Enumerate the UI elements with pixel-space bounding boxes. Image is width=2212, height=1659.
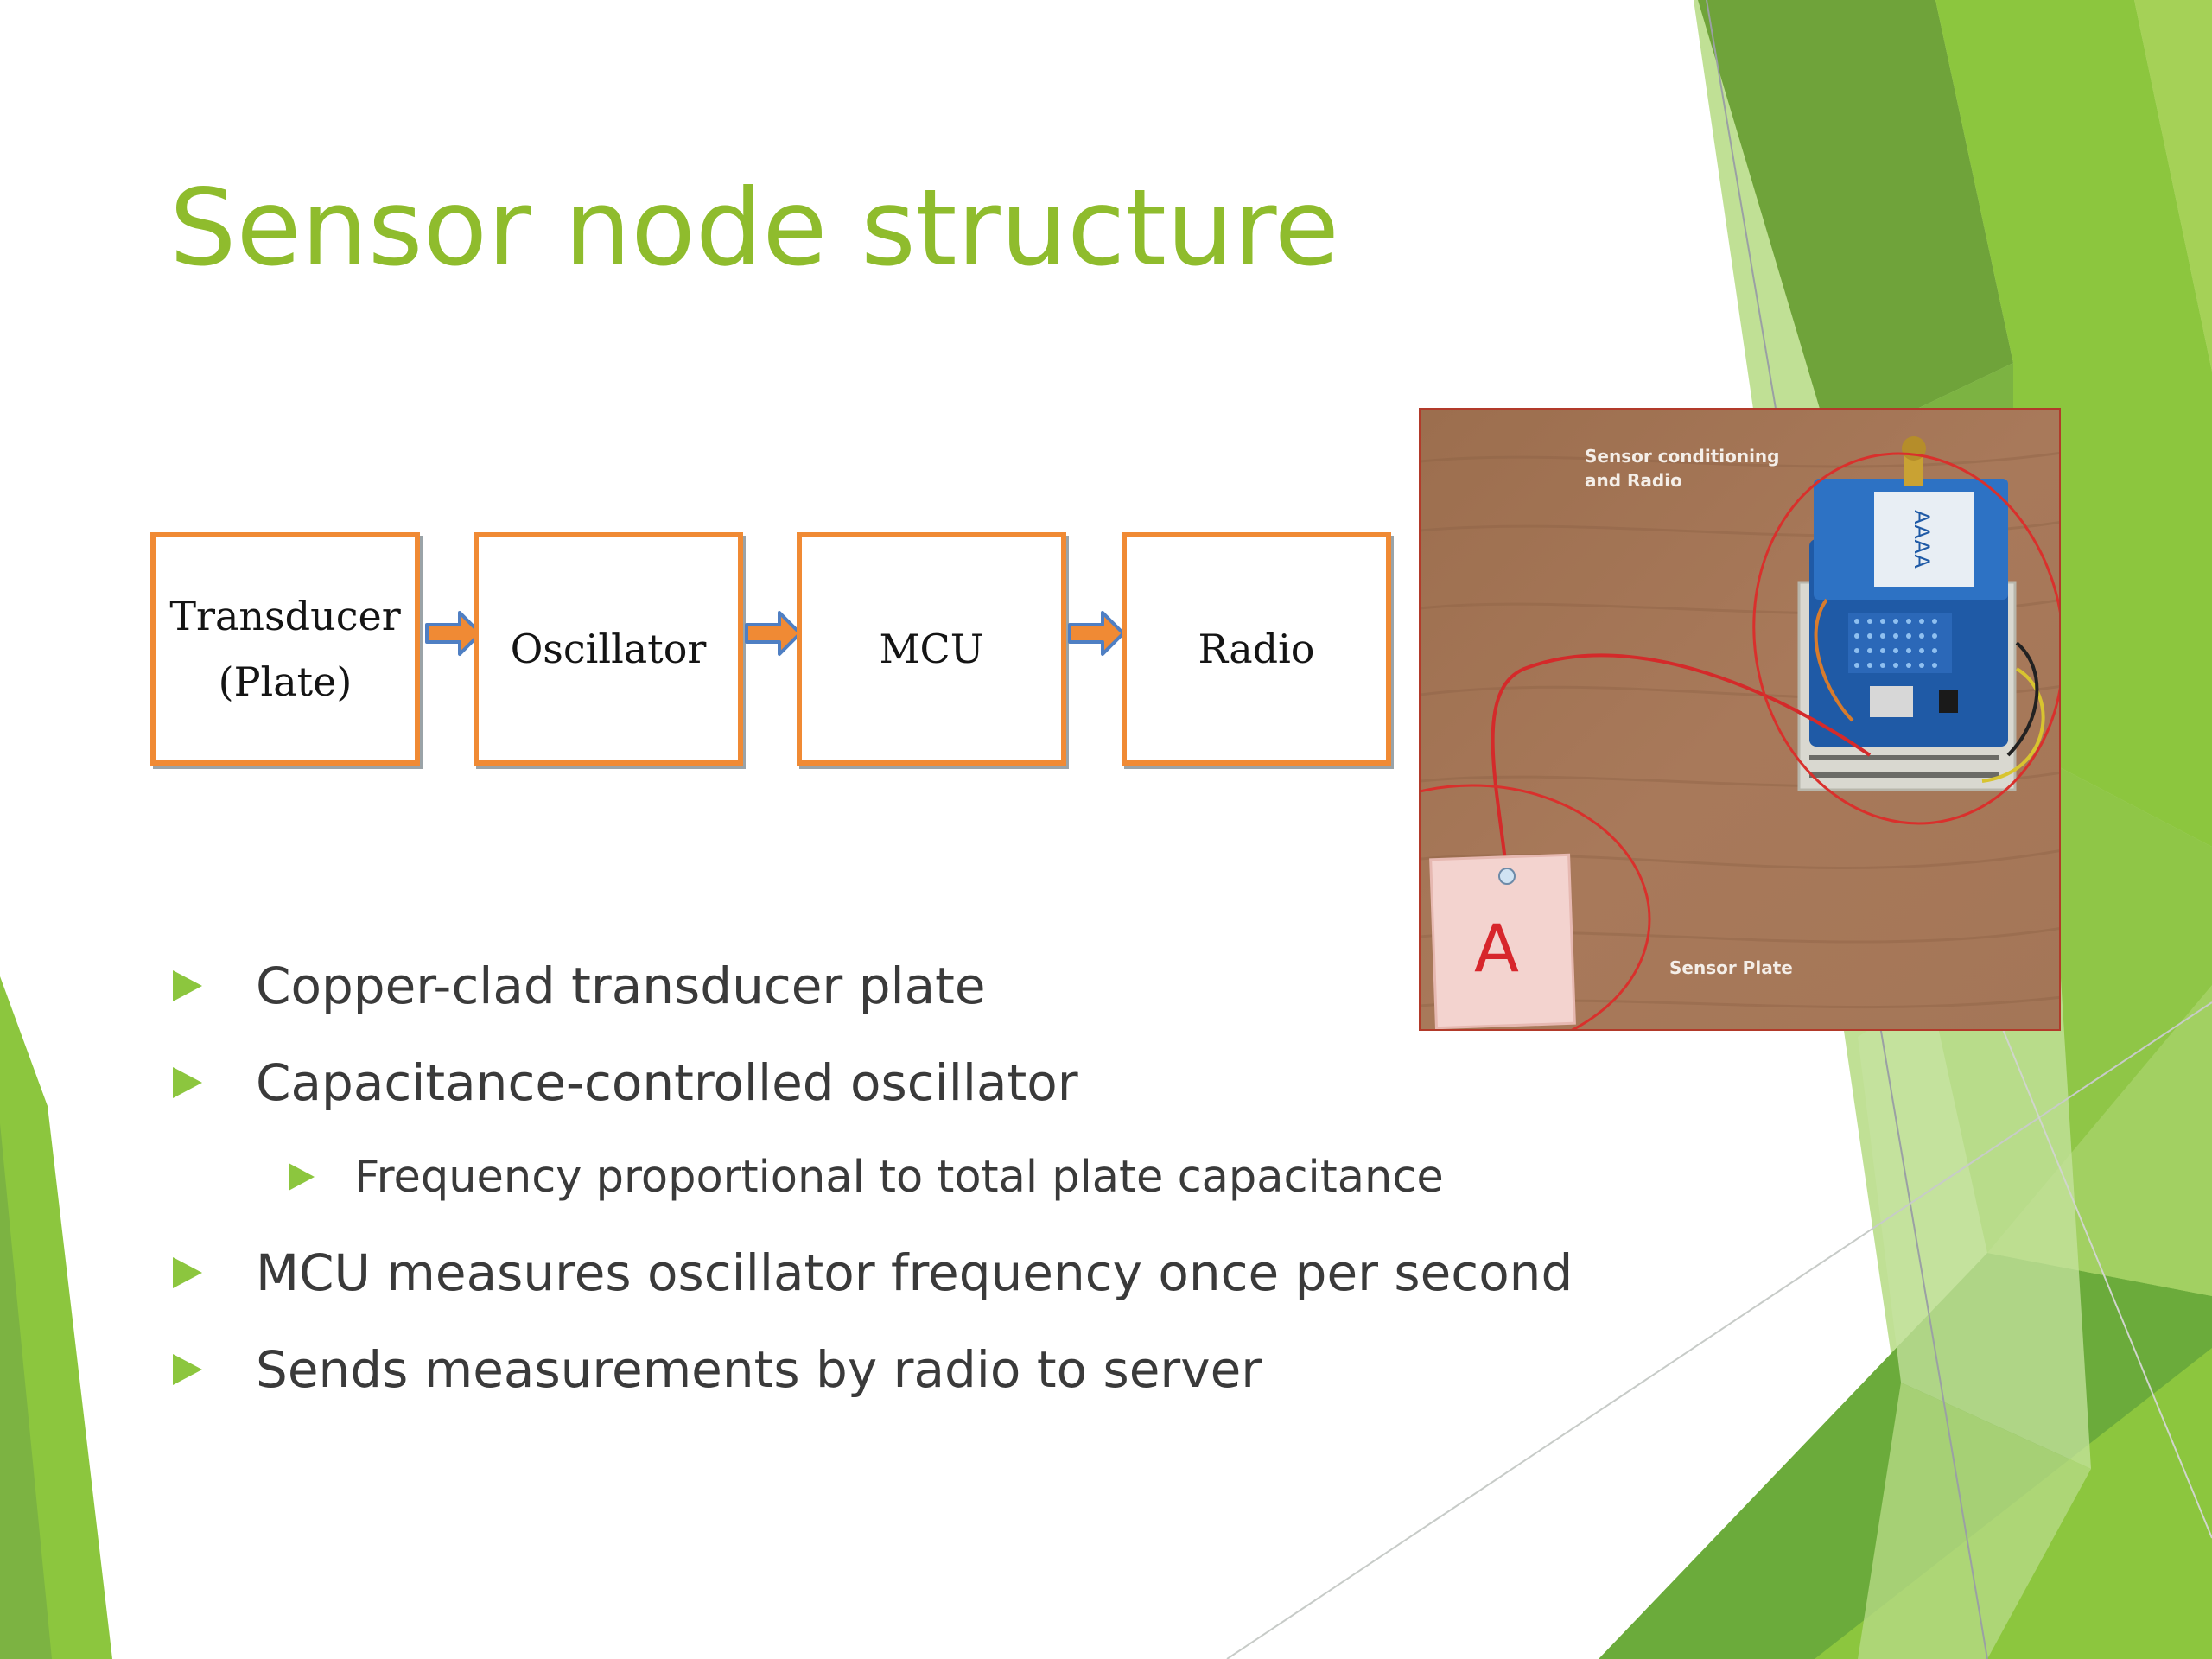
module-label: AAAA (1910, 510, 1934, 569)
bullet-text: Sends measurements by radio to server (256, 1340, 1262, 1399)
block-diagram: Transducer (Plate) Oscillator MCU Radio (147, 527, 1395, 769)
bullet-item: MCU measures oscillator frequency once p… (173, 1224, 1642, 1321)
plate-letter: A (1474, 910, 1519, 987)
block-oscillator: Oscillator (474, 532, 743, 766)
block-radio-label: Radio (1198, 626, 1315, 672)
bullet-item: Copper-clad transducer plate (173, 938, 1642, 1034)
block-radio: Radio (1122, 532, 1391, 766)
bullet-item: Sends measurements by radio to server (173, 1321, 1642, 1418)
block-mcu-label: MCU (879, 626, 984, 672)
label-sensor-plate: Sensor Plate (1669, 957, 1793, 978)
label-sensor-conditioning: Sensor conditioning and Radio (1585, 446, 1780, 491)
right-arrow-icon (745, 611, 802, 656)
sub-bullet-item: Frequency proportional to total plate ca… (173, 1131, 1642, 1224)
hardware-photo: AAAA (1419, 408, 2061, 1031)
triangle-bullet-icon (173, 1067, 202, 1098)
slide-title: Sensor node structure (169, 167, 1339, 289)
bullet-text: Capacitance-controlled oscillator (256, 1053, 1078, 1112)
block-transducer: Transducer (Plate) (150, 532, 420, 766)
bullet-text: MCU measures oscillator frequency once p… (256, 1243, 1573, 1302)
bullet-text: Frequency proportional to total plate ca… (354, 1152, 1444, 1203)
triangle-bullet-icon (173, 1354, 202, 1385)
right-arrow-icon (425, 611, 482, 656)
block-mcu: MCU (797, 532, 1066, 766)
right-arrow-icon (1068, 611, 1125, 656)
block-transducer-label: Transducer (Plate) (169, 593, 401, 705)
triangle-bullet-icon (289, 1163, 315, 1191)
bullet-item: Capacitance-controlled oscillator (173, 1034, 1642, 1131)
bullet-list: Copper-clad transducer plate Capacitance… (173, 938, 1642, 1418)
triangle-bullet-icon (173, 970, 202, 1001)
triangle-bullet-icon (173, 1257, 202, 1288)
bullet-text: Copper-clad transducer plate (256, 957, 986, 1015)
hardware-photo-illustration: AAAA (1421, 410, 2059, 1029)
block-oscillator-label: Oscillator (510, 626, 707, 672)
